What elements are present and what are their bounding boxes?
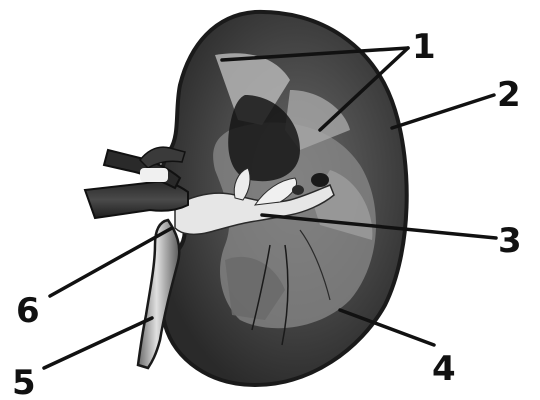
minor-calyx [311,173,329,187]
callout-label-2: 2 [497,75,521,115]
callout-label-6: 6 [16,291,40,331]
leader-line-5 [44,318,152,368]
minor-calyx [292,185,304,195]
vessel-highlight [140,168,168,182]
callout-label-3: 3 [498,221,522,261]
callout-label-4: 4 [432,349,456,389]
callout-label-5: 5 [12,363,36,400]
callout-label-1: 1 [412,27,436,67]
leader-line-2 [392,95,494,128]
